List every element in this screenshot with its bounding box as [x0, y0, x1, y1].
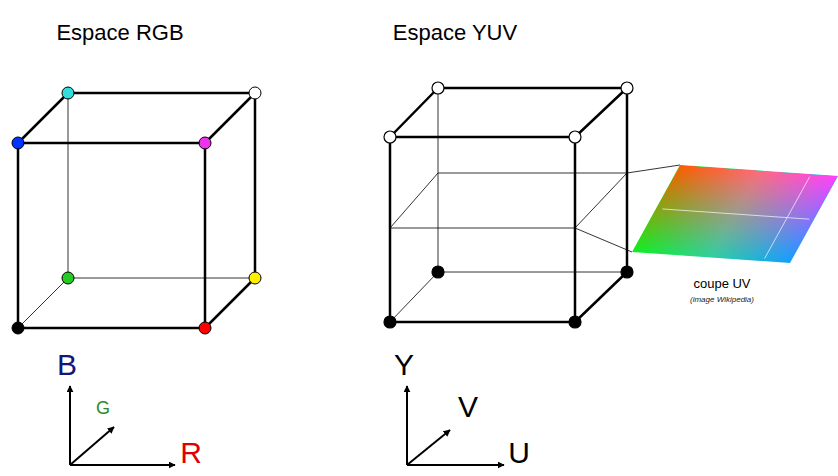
- vertex-dot: [569, 316, 581, 328]
- axis-label: B: [57, 350, 77, 380]
- image-credit: (image Wikipedia): [690, 296, 754, 304]
- vertex-dot: [569, 131, 581, 143]
- rgb-axes: [70, 386, 175, 465]
- uv-slice-image: [632, 165, 838, 263]
- vertex-dot: [199, 322, 211, 334]
- space-heading: Espace YUV: [393, 22, 517, 44]
- rgb-cube: [12, 87, 261, 334]
- vertex-dot: [621, 266, 633, 278]
- slice-plane: [390, 173, 627, 228]
- space-heading: Espace RGB: [56, 22, 183, 44]
- vertex-dot: [432, 266, 444, 278]
- vertex-dot: [62, 272, 74, 284]
- axis-label: U: [508, 438, 530, 468]
- yuv-axes: [407, 386, 504, 465]
- leader-line: [627, 165, 680, 173]
- vertex-dot: [621, 82, 633, 94]
- vertex-dot: [384, 316, 396, 328]
- vertex-dot: [432, 82, 444, 94]
- axis-label: R: [180, 438, 202, 468]
- axis-label: G: [96, 399, 110, 417]
- slice-caption: coupe UV: [693, 277, 750, 290]
- vertex-dot: [12, 322, 24, 334]
- vertex-dot: [199, 137, 211, 149]
- leader-line: [575, 228, 632, 252]
- yuv-cube: [384, 82, 680, 328]
- axis-label: V: [458, 392, 478, 422]
- axis-label: Y: [394, 350, 414, 380]
- vertex-dot: [384, 131, 396, 143]
- vertex-dot: [249, 272, 261, 284]
- vertex-dot: [62, 87, 74, 99]
- vertex-dot: [249, 87, 261, 99]
- vertex-dot: [12, 137, 24, 149]
